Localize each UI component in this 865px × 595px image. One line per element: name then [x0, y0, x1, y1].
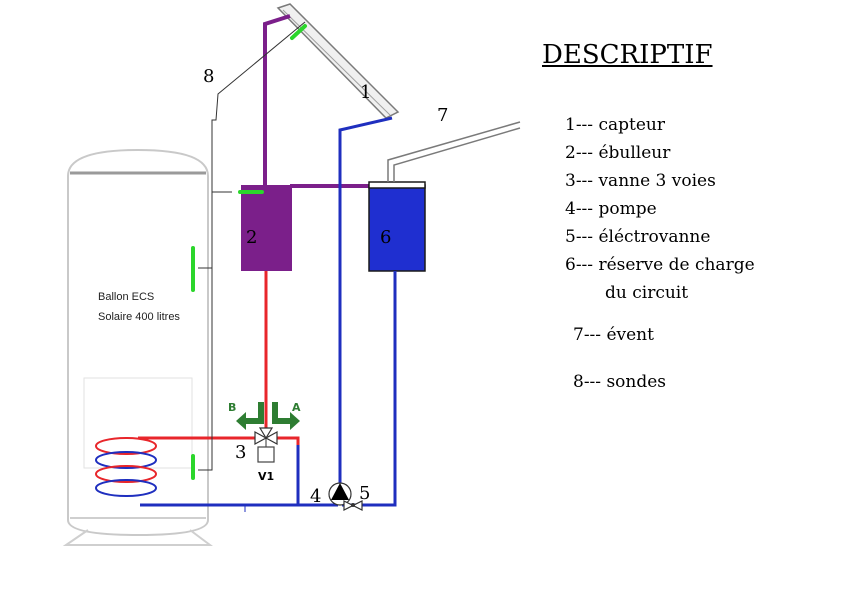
storage-tank: Ballon ECS Solaire 400 litres	[62, 148, 213, 546]
legend-item-7: 7--- évent	[573, 325, 654, 345]
valve-label-v1: V1	[258, 470, 274, 483]
sensor-wires	[198, 21, 306, 471]
valve-arrows	[236, 402, 300, 430]
legend-title: DESCRIPTIF	[542, 40, 713, 70]
sensor-collector	[290, 24, 307, 40]
label-6: 6	[380, 227, 391, 248]
legend-item-3: 3--- vanne 3 voies	[565, 171, 716, 191]
legend-item-5: 5--- éléctrovanne	[565, 227, 711, 247]
reserve-tank	[368, 181, 426, 272]
label-5: 5	[359, 483, 370, 504]
tank-label-line1: Ballon ECS	[98, 291, 154, 303]
valve-label-b: B	[228, 401, 236, 414]
boiler-ebulleur	[241, 185, 292, 271]
electrovalve	[343, 500, 363, 511]
legend-item-8: 8--- sondes	[573, 372, 667, 392]
solar-collector	[276, 3, 400, 119]
label-2: 2	[246, 227, 257, 248]
three-way-valve	[254, 427, 278, 463]
legend: DESCRIPTIF	[542, 40, 852, 96]
tank-label-line2: Solaire 400 litres	[98, 311, 180, 323]
legend-item-1: 1--- capteur	[565, 115, 665, 135]
heat-exchanger-coil	[95, 437, 157, 497]
tank-stand	[62, 529, 213, 546]
label-3: 3	[235, 442, 246, 463]
label-4: 4	[310, 486, 321, 507]
legend-item-4: 4--- pompe	[565, 199, 657, 219]
legend-item-2: 2--- ébulleur	[565, 143, 671, 163]
legend-item-6: 6--- réserve de charge	[565, 255, 755, 275]
label-8: 8	[203, 66, 214, 87]
label-7: 7	[437, 105, 448, 126]
legend-item-6-cont: du circuit	[605, 283, 689, 303]
purple-circuit	[263, 14, 372, 188]
vent-pipe-inner	[393, 127, 521, 182]
arrow-b-icon	[236, 402, 264, 430]
label-1: 1	[360, 82, 371, 103]
sensors	[191, 24, 307, 480]
pump	[328, 482, 352, 506]
valve-label-a: A	[292, 401, 301, 414]
red-circuit	[138, 271, 300, 445]
valve-actuator	[257, 446, 275, 463]
arrow-a-icon	[272, 402, 300, 430]
vent-pipe-outer	[387, 121, 521, 182]
